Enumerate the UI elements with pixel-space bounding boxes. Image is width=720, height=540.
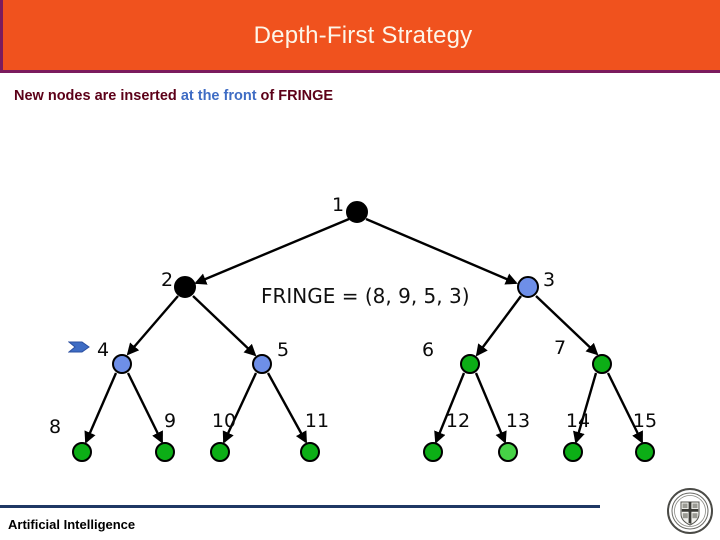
- slide-title: Depth-First Strategy: [253, 22, 473, 49]
- tree-edge-4-9: [126, 372, 164, 444]
- tree-node-12[interactable]: [423, 442, 443, 462]
- tree-edge-1-3: [365, 217, 518, 285]
- tree-node-4[interactable]: [112, 354, 132, 374]
- tree-node-label-6: 6: [421, 339, 435, 361]
- tree-node-label-7: 7: [553, 337, 567, 359]
- tree-node-8[interactable]: [72, 442, 92, 462]
- tree-node-label-9: 9: [163, 410, 177, 432]
- tree-edge-2-4: [126, 295, 179, 356]
- tree-edge-4-8: [84, 372, 118, 444]
- tree-node-6[interactable]: [460, 354, 480, 374]
- tree-edge-3-6: [475, 295, 522, 357]
- subtitle-part-1: New nodes are inserted: [14, 88, 181, 104]
- tree-edge-6-13: [474, 372, 507, 444]
- tree-node-3[interactable]: [517, 276, 539, 298]
- tree-node-label-10: 10: [211, 410, 237, 432]
- tree-edge-5-11: [266, 372, 308, 444]
- tree-node-14[interactable]: [563, 442, 583, 462]
- tree-node-label-8: 8: [48, 416, 62, 438]
- tree-node-label-14: 14: [565, 410, 591, 432]
- tree-node-9[interactable]: [155, 442, 175, 462]
- tree-node-2[interactable]: [174, 276, 196, 298]
- tree-node-label-4: 4: [96, 339, 110, 361]
- tree-edge-3-7: [535, 295, 599, 356]
- tree-node-15[interactable]: [635, 442, 655, 462]
- tree-node-11[interactable]: [300, 442, 320, 462]
- tree-node-label-5: 5: [276, 339, 290, 361]
- university-seal-logo: [666, 487, 714, 535]
- tree-edge-1-2: [194, 217, 350, 285]
- tree-node-label-2: 2: [160, 269, 174, 291]
- footer-divider: [0, 505, 600, 508]
- tree-node-label-13: 13: [505, 410, 531, 432]
- current-node-pointer-icon: [67, 339, 92, 355]
- tree-node-5[interactable]: [252, 354, 272, 374]
- tree-node-label-3: 3: [542, 269, 556, 291]
- tree-node-10[interactable]: [210, 442, 230, 462]
- tree-node-label-12: 12: [445, 410, 471, 432]
- tree-edge-2-5: [192, 295, 257, 357]
- footer-label: Artificial Intelligence: [8, 517, 136, 532]
- slide-subtitle: New nodes are inserted at the front of F…: [14, 88, 333, 104]
- tree-node-label-1: 1: [331, 194, 345, 216]
- tree-node-label-15: 15: [632, 410, 658, 432]
- tree-node-label-11: 11: [304, 410, 330, 432]
- subtitle-part-3: of FRINGE: [256, 88, 334, 104]
- tree-node-1[interactable]: [346, 201, 368, 223]
- tree-node-13[interactable]: [498, 442, 518, 462]
- slide-title-bar: Depth-First Strategy: [0, 0, 720, 73]
- fringe-queue-caption: FRINGE = (8, 9, 5, 3): [261, 284, 470, 308]
- subtitle-part-2-highlight: at the front: [180, 88, 257, 104]
- tree-node-7[interactable]: [592, 354, 612, 374]
- tree-edge-layer: [84, 217, 644, 444]
